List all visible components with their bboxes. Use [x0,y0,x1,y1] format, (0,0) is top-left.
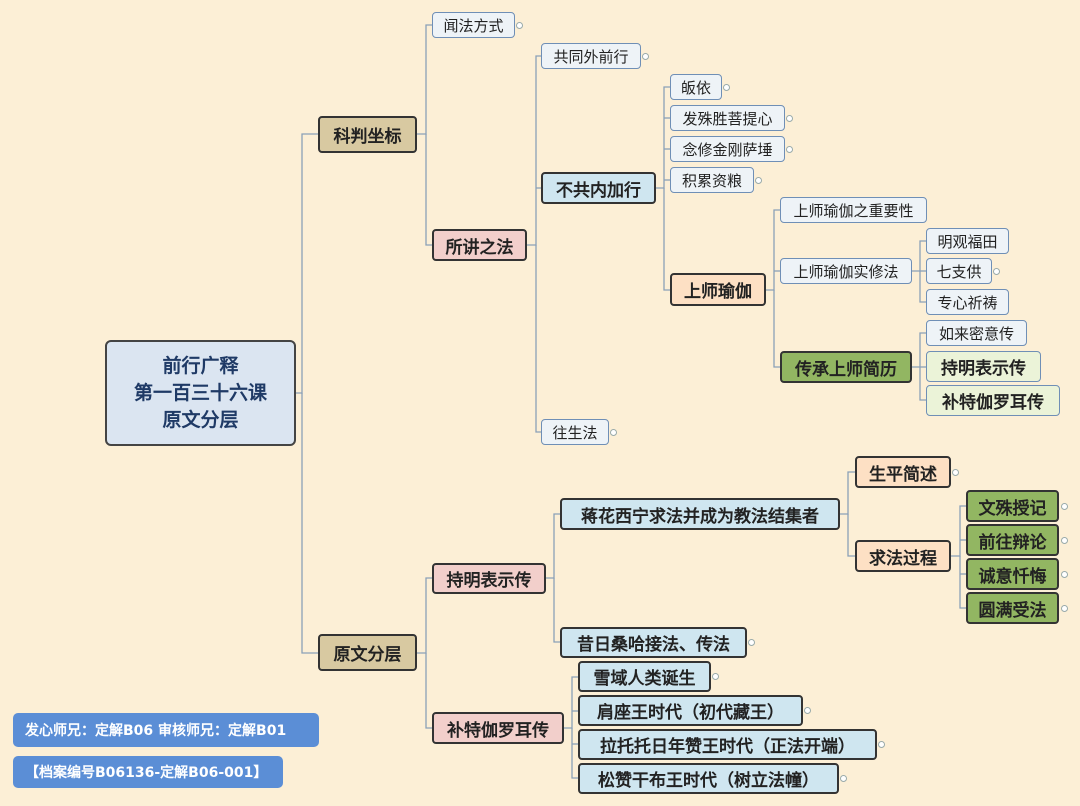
node-jianghua[interactable]: 蒋花西宁求法并成为教法结集者 [560,498,840,530]
expand-dot-icon[interactable] [786,115,793,122]
expand-dot-icon[interactable] [723,84,730,91]
node-fapu[interactable]: 发殊胜菩提心 [670,105,785,131]
node-bute-1[interactable]: 补特伽罗耳传 [926,385,1060,416]
node-bugong[interactable]: 不共内加行 [541,172,656,204]
node-shengping[interactable]: 生平简述 [855,456,951,488]
node-qizhi[interactable]: 七支供 [926,258,992,284]
node-songzan[interactable]: 松赞干布王时代（树立法幢） [578,763,839,794]
expand-dot-icon[interactable] [748,639,755,646]
expand-dot-icon[interactable] [755,177,762,184]
root-node[interactable]: 前行广释 第一百三十六课 原文分层 [105,340,296,446]
node-chiming-2[interactable]: 持明表示传 [432,563,546,594]
root-line-1: 前行广释 [162,354,239,377]
expand-dot-icon[interactable] [516,22,523,29]
expand-dot-icon[interactable] [993,268,1000,275]
node-wenshu[interactable]: 文殊授记 [966,490,1059,522]
expand-dot-icon[interactable] [1061,537,1068,544]
node-zhuanxin[interactable]: 专心祈祷 [926,289,1009,315]
node-shangshi[interactable]: 上师瑜伽 [670,273,766,306]
node-latuo[interactable]: 拉托托日年赞王时代（正法开端） [578,729,877,760]
root-line-2: 第一百三十六课 [133,381,267,404]
node-zhongyao[interactable]: 上师瑜伽之重要性 [780,197,927,223]
node-chengyi[interactable]: 诚意忏悔 [966,558,1059,590]
expand-dot-icon[interactable] [1061,503,1068,510]
expand-dot-icon[interactable] [952,469,959,476]
expand-dot-icon[interactable] [840,775,847,782]
node-guiyi[interactable]: 皈依 [670,74,722,100]
node-xueyu[interactable]: 雪域人类诞生 [578,661,711,692]
node-qianwang[interactable]: 前往辩论 [966,524,1059,556]
expand-dot-icon[interactable] [712,673,719,680]
expand-dot-icon[interactable] [786,146,793,153]
node-suojiang[interactable]: 所讲之法 [432,229,527,261]
expand-dot-icon[interactable] [1061,605,1068,612]
node-wenfa[interactable]: 闻法方式 [432,12,515,38]
expand-dot-icon[interactable] [804,707,811,714]
node-nianxiu[interactable]: 念修金刚萨埵 [670,136,785,162]
node-xiri[interactable]: 昔日桑哈接法、传法 [560,627,747,658]
node-chiming-1[interactable]: 持明表示传 [926,351,1041,382]
node-yuanwen[interactable]: 原文分层 [318,634,417,671]
footer-credits: 发心师兄：定解B06 审核师兄：定解B01 [13,713,319,747]
node-wangsheng[interactable]: 往生法 [541,419,609,445]
expand-dot-icon[interactable] [610,429,617,436]
node-kepan[interactable]: 科判坐标 [318,116,417,153]
node-yuanman[interactable]: 圆满受法 [966,592,1059,624]
node-chuancheng[interactable]: 传承上师简历 [780,351,912,383]
node-gongtong[interactable]: 共同外前行 [541,43,641,69]
node-jilei[interactable]: 积累资粮 [670,167,754,193]
node-jianzuo[interactable]: 肩座王时代（初代藏王） [578,695,803,726]
root-line-3: 原文分层 [162,408,239,431]
footer-archive-number: 【档案编号B06136-定解B06-001】 [13,756,283,788]
node-mingguan[interactable]: 明观福田 [926,228,1009,254]
node-rulai[interactable]: 如来密意传 [926,320,1027,346]
expand-dot-icon[interactable] [878,741,885,748]
node-shixiu[interactable]: 上师瑜伽实修法 [780,258,912,284]
node-bute-2[interactable]: 补特伽罗耳传 [432,712,564,744]
expand-dot-icon[interactable] [642,53,649,60]
node-qiufa[interactable]: 求法过程 [855,540,951,572]
expand-dot-icon[interactable] [1061,571,1068,578]
